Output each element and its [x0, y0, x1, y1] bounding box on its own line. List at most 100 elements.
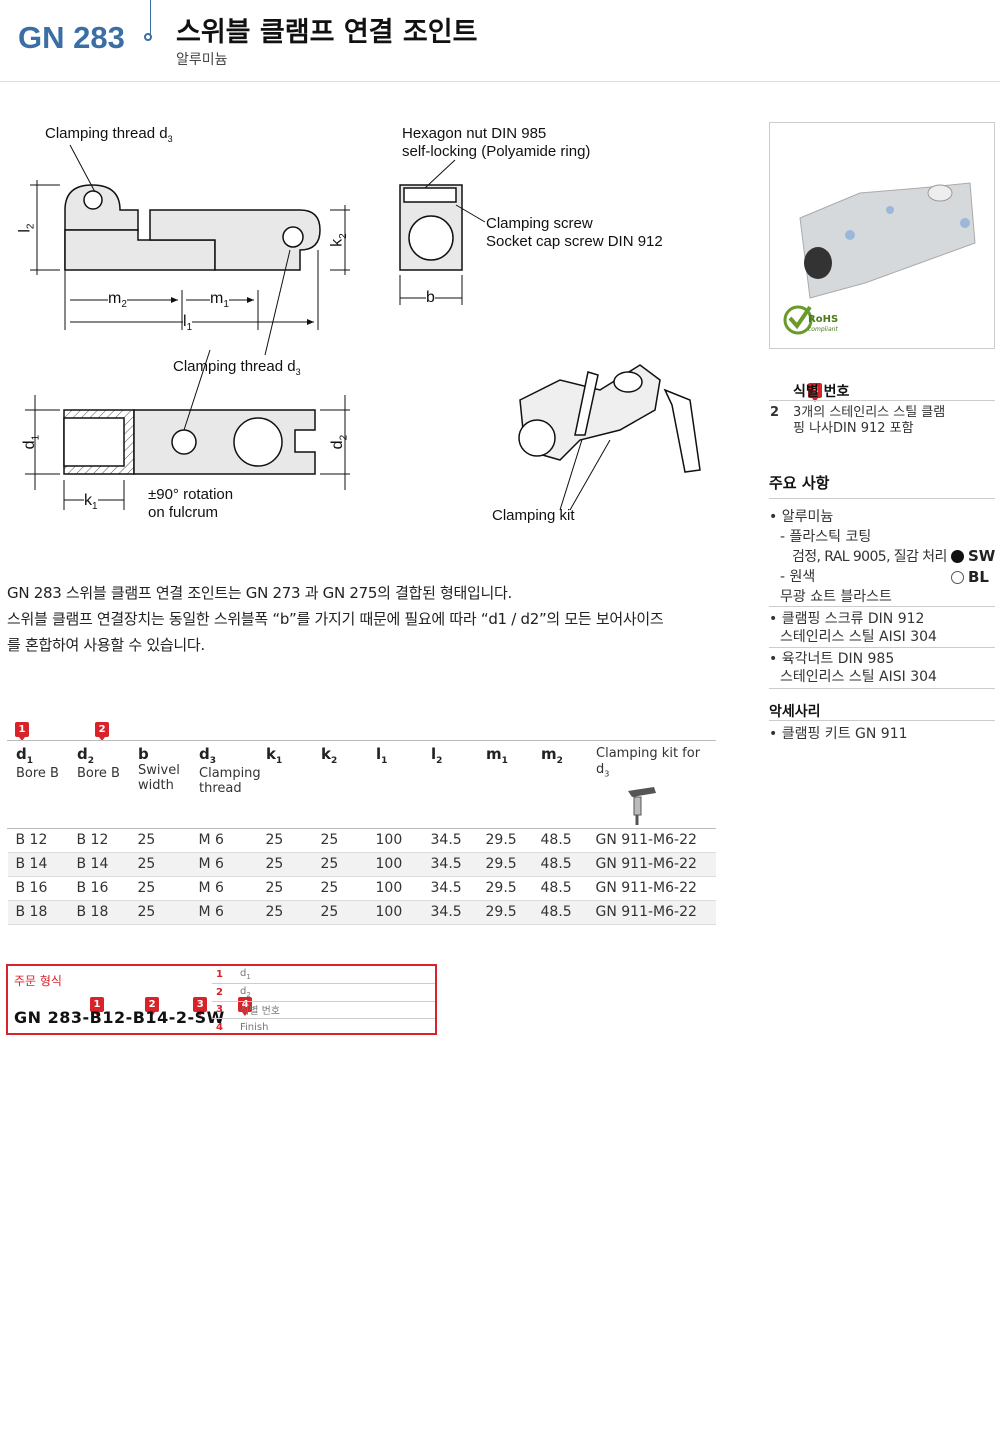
spec-title: 주요 사항 — [769, 474, 830, 492]
table-cell: 25 — [257, 900, 313, 925]
order-title: 주문 형식 — [14, 974, 62, 988]
description-line: 스위블 클램프 연결장치는 동일한 스위블폭 “b”를 가지기 때문에 필요에 … — [7, 610, 664, 628]
spec-rule-3 — [769, 647, 995, 648]
description-line: 를 혼합하여 사용할 수 있습니다. — [7, 636, 205, 654]
dim-l2: l2 — [16, 223, 37, 233]
col-k1: k1 — [257, 740, 313, 829]
label-clamp-screw-1: Clamping screw — [486, 215, 593, 232]
col-k2: k2 — [312, 740, 368, 829]
page-subtitle: 알루미늄 — [176, 52, 228, 68]
table-cell: 25 — [257, 876, 313, 901]
column-badge-2: 2 — [95, 722, 110, 741]
col-l2: l2 — [422, 740, 478, 829]
accessory-item: • 클램핑 키트 GN 911 — [769, 726, 908, 742]
table-cell: 34.5 — [422, 828, 478, 853]
table-cell: 25 — [312, 828, 368, 853]
bl-code: BL — [968, 568, 989, 586]
label-clamping-kit: Clamping kit — [492, 507, 575, 524]
accessory-rule — [769, 720, 995, 721]
table-cell: M 6 — [190, 900, 258, 925]
dim-d1: d1 — [21, 434, 42, 450]
table-cell: B 12 — [68, 828, 130, 853]
table-cell: 29.5 — [477, 852, 533, 877]
table-cell: 29.5 — [477, 900, 533, 925]
id-number: 2 — [770, 405, 780, 420]
dim-m1: m1 — [210, 290, 229, 311]
table-cell: B 12 — [7, 828, 69, 853]
page-title: 스위블 클램프 연결 조인트 — [176, 17, 478, 48]
dim-m2: m2 — [108, 290, 127, 311]
table-cell: GN 911-M6-22 — [587, 876, 716, 901]
dim-d2: d2 — [329, 434, 350, 450]
description: GN 283 스위블 클램프 연결 조인트는 GN 273 과 GN 275의 … — [7, 580, 747, 658]
id-text-2: 핑 나사DIN 912 포함 — [793, 421, 914, 436]
col-clamping-kit: Clamping kit for d3 — [587, 740, 716, 829]
spec-rule-2 — [769, 606, 995, 607]
spec-material: • 알루미늄 — [769, 509, 834, 525]
label-hex-nut-2: self-locking (Polyamide ring) — [402, 143, 591, 160]
id-text-1: 3개의 스테인리스 스틸 클램 — [793, 405, 946, 420]
sw-swatch — [951, 550, 964, 563]
table-cell: B 18 — [68, 900, 130, 925]
technical-drawing — [25, 144, 701, 511]
table-cell: 25 — [129, 876, 191, 901]
order-badge-3: 3 — [193, 997, 208, 1016]
table-cell: B 16 — [68, 876, 130, 901]
bl-swatch — [951, 571, 964, 584]
table-cell: 34.5 — [422, 900, 478, 925]
dim-l1: l1 — [183, 313, 193, 334]
table-cell: 25 — [129, 900, 191, 925]
col-m1: m1 — [477, 740, 533, 829]
id-title: 식별 번호 — [793, 384, 850, 400]
spec-coating-detail: 검정, RAL 9005, 질감 처리 — [792, 549, 947, 565]
spec-rule-4 — [769, 688, 995, 689]
table-cell: 29.5 — [477, 876, 533, 901]
spec-natural-detail: 무광 쇼트 블라스트 — [780, 589, 892, 605]
order-badge-2: 2 — [145, 997, 160, 1016]
order-code: GN 283-B12-B14-2-SW — [14, 1008, 225, 1027]
table-cell: 25 — [312, 900, 368, 925]
table-cell: 25 — [312, 876, 368, 901]
table-cell: 25 — [257, 828, 313, 853]
table-cell: 29.5 — [477, 828, 533, 853]
header-divider — [150, 0, 151, 36]
spec-nut-2: 스테인리스 스틸 AISI 304 — [780, 669, 937, 685]
table-cell: B 16 — [7, 876, 69, 901]
label-clamping-thread-mid: Clamping thread d3 — [173, 358, 301, 377]
table-cell: B 14 — [7, 852, 69, 877]
table-cell: 25 — [312, 852, 368, 877]
product-code: GN 283 — [18, 20, 125, 55]
id-rule — [769, 400, 995, 401]
label-clamping-thread-top: Clamping thread d3 — [45, 125, 173, 144]
spec-screw-2: 스테인리스 스틸 AISI 304 — [780, 629, 937, 645]
accessory-title: 악세사리 — [769, 704, 821, 720]
table-cell: GN 911-M6-22 — [587, 852, 716, 877]
table-cell: 48.5 — [532, 900, 588, 925]
spec-nut-1: • 육각너트 DIN 985 — [769, 651, 895, 667]
table-cell: 25 — [129, 852, 191, 877]
label-rotation-2: on fulcrum — [148, 504, 219, 521]
product-image — [783, 182, 976, 335]
table-cell: M 6 — [190, 852, 258, 877]
description-line: GN 283 스위블 클램프 연결 조인트는 GN 273 과 GN 275의 … — [7, 584, 513, 602]
sw-code: SW — [968, 547, 996, 565]
table-cell: 25 — [129, 828, 191, 853]
clamping-kit-icon — [628, 786, 656, 825]
table-cell: M 6 — [190, 828, 258, 853]
spec-coating: - 플라스틱 코팅 — [780, 529, 872, 545]
table-cell: 34.5 — [422, 852, 478, 877]
rohs-sub: compliant — [808, 326, 838, 333]
